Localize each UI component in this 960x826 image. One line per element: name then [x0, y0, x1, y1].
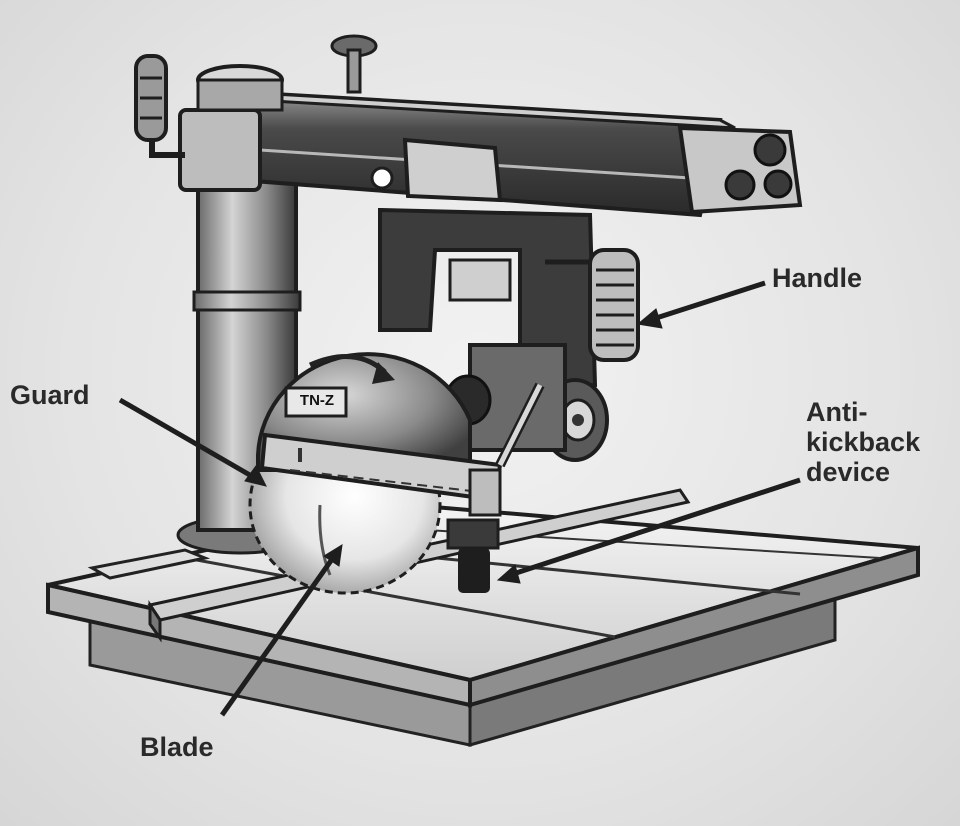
anti-kickback-assembly — [446, 382, 545, 593]
anti-kickback-label-line2: kickback — [806, 427, 921, 457]
anti-kickback-label: Anti- kickback device — [806, 397, 920, 487]
anti-kickback-label-line3: device — [806, 457, 891, 487]
nameplate-text: TN-Z — [299, 392, 335, 409]
guard-label: Guard — [10, 380, 90, 410]
anti-kickback-label-line1: Anti- — [806, 397, 868, 427]
yoke-motor — [378, 207, 640, 462]
handle-label: Handle — [772, 263, 863, 293]
blade-label: Blade — [140, 732, 214, 762]
radial-arm — [134, 34, 803, 218]
blade-guard — [256, 352, 503, 503]
guard-pointer — [118, 397, 257, 481]
blade-pointer — [219, 553, 338, 717]
callout-arrows — [118, 280, 801, 717]
anti-kickback-pointer — [509, 477, 801, 578]
handle-pointer — [649, 280, 766, 323]
